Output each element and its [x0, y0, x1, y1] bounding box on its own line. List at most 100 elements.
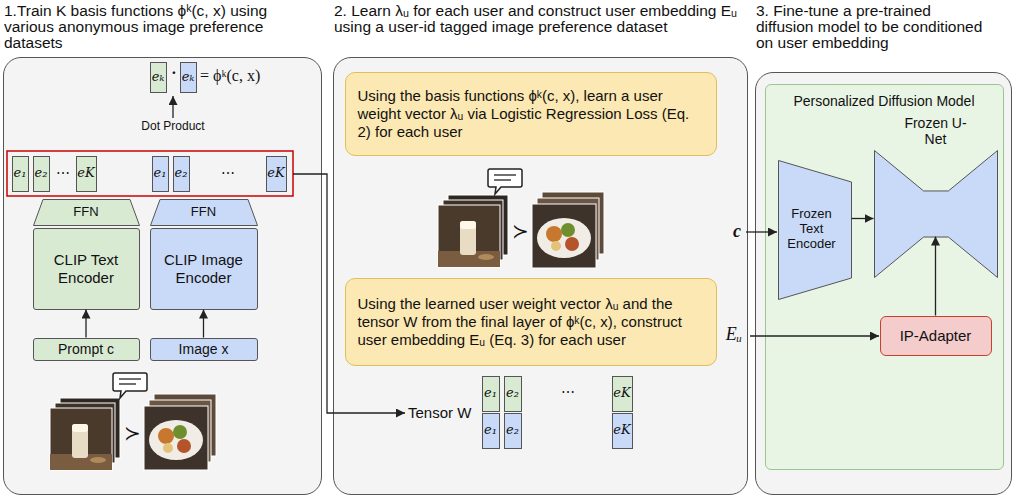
- encoder-box: CLIP Text Encoder: [33, 228, 140, 310]
- unet-shape-outline: [874, 150, 997, 277]
- input-symbol: Eᵤ: [722, 324, 746, 345]
- ellipsis: ⋯: [52, 165, 74, 181]
- embedding-cell: eₖ: [150, 62, 167, 93]
- preference-symbol: ≻: [121, 422, 143, 445]
- ellipsis: ⋯: [195, 165, 261, 181]
- unet-heading: Frozen U-Net: [903, 115, 969, 147]
- vector-label: e₂: [506, 423, 519, 438]
- formula-text: = ϕᵏ(c, x): [200, 67, 260, 85]
- operator-symbol: ·: [168, 62, 180, 85]
- input-symbol: c: [731, 221, 743, 242]
- connector-arrow: [852, 218, 874, 219]
- speech-bubble: [113, 373, 147, 398]
- unet-shape: Frozen U-Net: [874, 150, 998, 278]
- vector-label: e₂: [506, 386, 519, 401]
- embedding-cell: eK: [612, 376, 633, 412]
- preference-image: [532, 192, 604, 268]
- adapter-box: IP-Adapter: [880, 316, 992, 356]
- encoder-label: Frozen Text Encoder: [784, 207, 846, 252]
- embedding-cell: e₂: [504, 376, 522, 412]
- vector-label: e₂: [175, 166, 188, 181]
- vector-label: e₂: [35, 166, 48, 181]
- tensor-label: Tensor W: [408, 404, 471, 421]
- formula-text: = ϕᵏ(c, x): [200, 67, 260, 85]
- vector-label: eₖ: [152, 70, 164, 85]
- input-label: Prompt c: [58, 341, 114, 357]
- step-box: Using the learned user weight vector λᵤ …: [345, 278, 717, 366]
- ffn-layer: FFN: [33, 199, 140, 226]
- step-heading: 2. Learn λᵤ for each user and construct …: [334, 3, 746, 35]
- highlight-frame: [7, 151, 293, 196]
- ellipsis: ⋯: [524, 384, 612, 400]
- embedding-cell: eK: [612, 413, 633, 449]
- input-arrow: [746, 231, 777, 232]
- operator-symbol: ·: [168, 62, 180, 85]
- embedding-cell: e₁: [152, 156, 169, 192]
- vector-label: eₖ: [182, 70, 194, 85]
- speech-bubble: [488, 169, 522, 194]
- step-text: Using the basis functions ϕᵏ(c, x), lear…: [358, 87, 704, 141]
- ffn-layer: FFN: [150, 199, 258, 226]
- ellipsis: ⋯: [524, 384, 612, 400]
- embedding-cell: e₂: [504, 413, 522, 449]
- tensor-label: Tensor W: [408, 404, 471, 421]
- encoder-box: CLIP Image Encoder: [150, 228, 258, 310]
- vector-label: e₁: [484, 423, 497, 438]
- unet-shape-outline: [874, 150, 998, 278]
- step-heading: 1.Train K basis functions ϕᵏ(c, x) using…: [4, 3, 319, 51]
- preference-image: [50, 398, 120, 470]
- embedding-cell: e₁: [482, 376, 500, 412]
- encoder-label: CLIP Image Encoder: [157, 251, 251, 286]
- preference-symbol: ≻: [509, 220, 531, 243]
- vector-label: e₁: [14, 166, 27, 181]
- encoder-label: CLIP Text Encoder: [40, 251, 133, 286]
- layer-label: FFN: [73, 205, 98, 220]
- step-heading: 3. Fine-tune a pre-trained diffusion mod…: [756, 3, 988, 51]
- step-panel: 3. Fine-tune a pre-trained diffusion mod…: [755, 72, 1012, 495]
- vector-label: eK: [613, 386, 630, 401]
- model-box: Personalized Diffusion ModelFrozen Text …: [765, 84, 1004, 470]
- connector-arrow: [85, 310, 86, 338]
- vector-label: eK: [613, 423, 630, 438]
- embedding-cell: e₁: [482, 413, 500, 449]
- preference-image: [438, 195, 508, 267]
- vector-label: e₁: [154, 166, 167, 181]
- ellipsis: ⋯: [52, 165, 74, 181]
- preference-symbol: ≻: [509, 220, 531, 243]
- connector-arrow: [203, 310, 204, 338]
- tensor-arrow: [293, 174, 405, 413]
- vector-label: eK: [77, 166, 94, 181]
- input-arrow: [750, 335, 879, 336]
- embedding-cell: e₁: [12, 156, 29, 192]
- vector-label: eK: [267, 166, 284, 181]
- preference-image: [144, 394, 216, 470]
- embedding-cell: e₂: [33, 156, 50, 192]
- model-title: Personalized Diffusion Model: [793, 93, 974, 109]
- input-box: Prompt c: [33, 338, 140, 361]
- embedding-cell: eK: [266, 156, 287, 192]
- ffn-layer-outline: [33, 199, 139, 225]
- dot-product-arrow: [172, 96, 173, 118]
- input-symbol: c: [731, 221, 743, 242]
- encoder-shape-outline: [778, 160, 851, 299]
- step-box: Using the basis functions ϕᵏ(c, x), lear…: [345, 72, 717, 156]
- adapter-label: IP-Adapter: [900, 327, 972, 344]
- encoder-shape: Frozen Text Encoder: [778, 160, 852, 300]
- ellipsis: ⋯: [195, 165, 261, 181]
- embedding-cell: eₖ: [180, 62, 197, 93]
- layer-label: FFN: [191, 205, 216, 220]
- embedding-cell: e₂: [173, 156, 190, 192]
- input-label: Image x: [179, 341, 229, 357]
- preference-symbol: ≻: [121, 422, 143, 445]
- vector-label: e₁: [484, 386, 497, 401]
- step-panel: 2. Learn λᵤ for each user and construct …: [333, 57, 748, 495]
- operation-label: Dot Product: [128, 120, 218, 134]
- embedding-cell: eK: [76, 156, 97, 192]
- operation-label: Dot Product: [128, 120, 218, 134]
- input-box: Image x: [150, 338, 258, 361]
- connector-arrow: [935, 237, 936, 316]
- ffn-layer-outline: [150, 199, 257, 225]
- input-symbol: Eᵤ: [722, 324, 746, 345]
- step-text: Using the learned user weight vector λᵤ …: [358, 295, 704, 349]
